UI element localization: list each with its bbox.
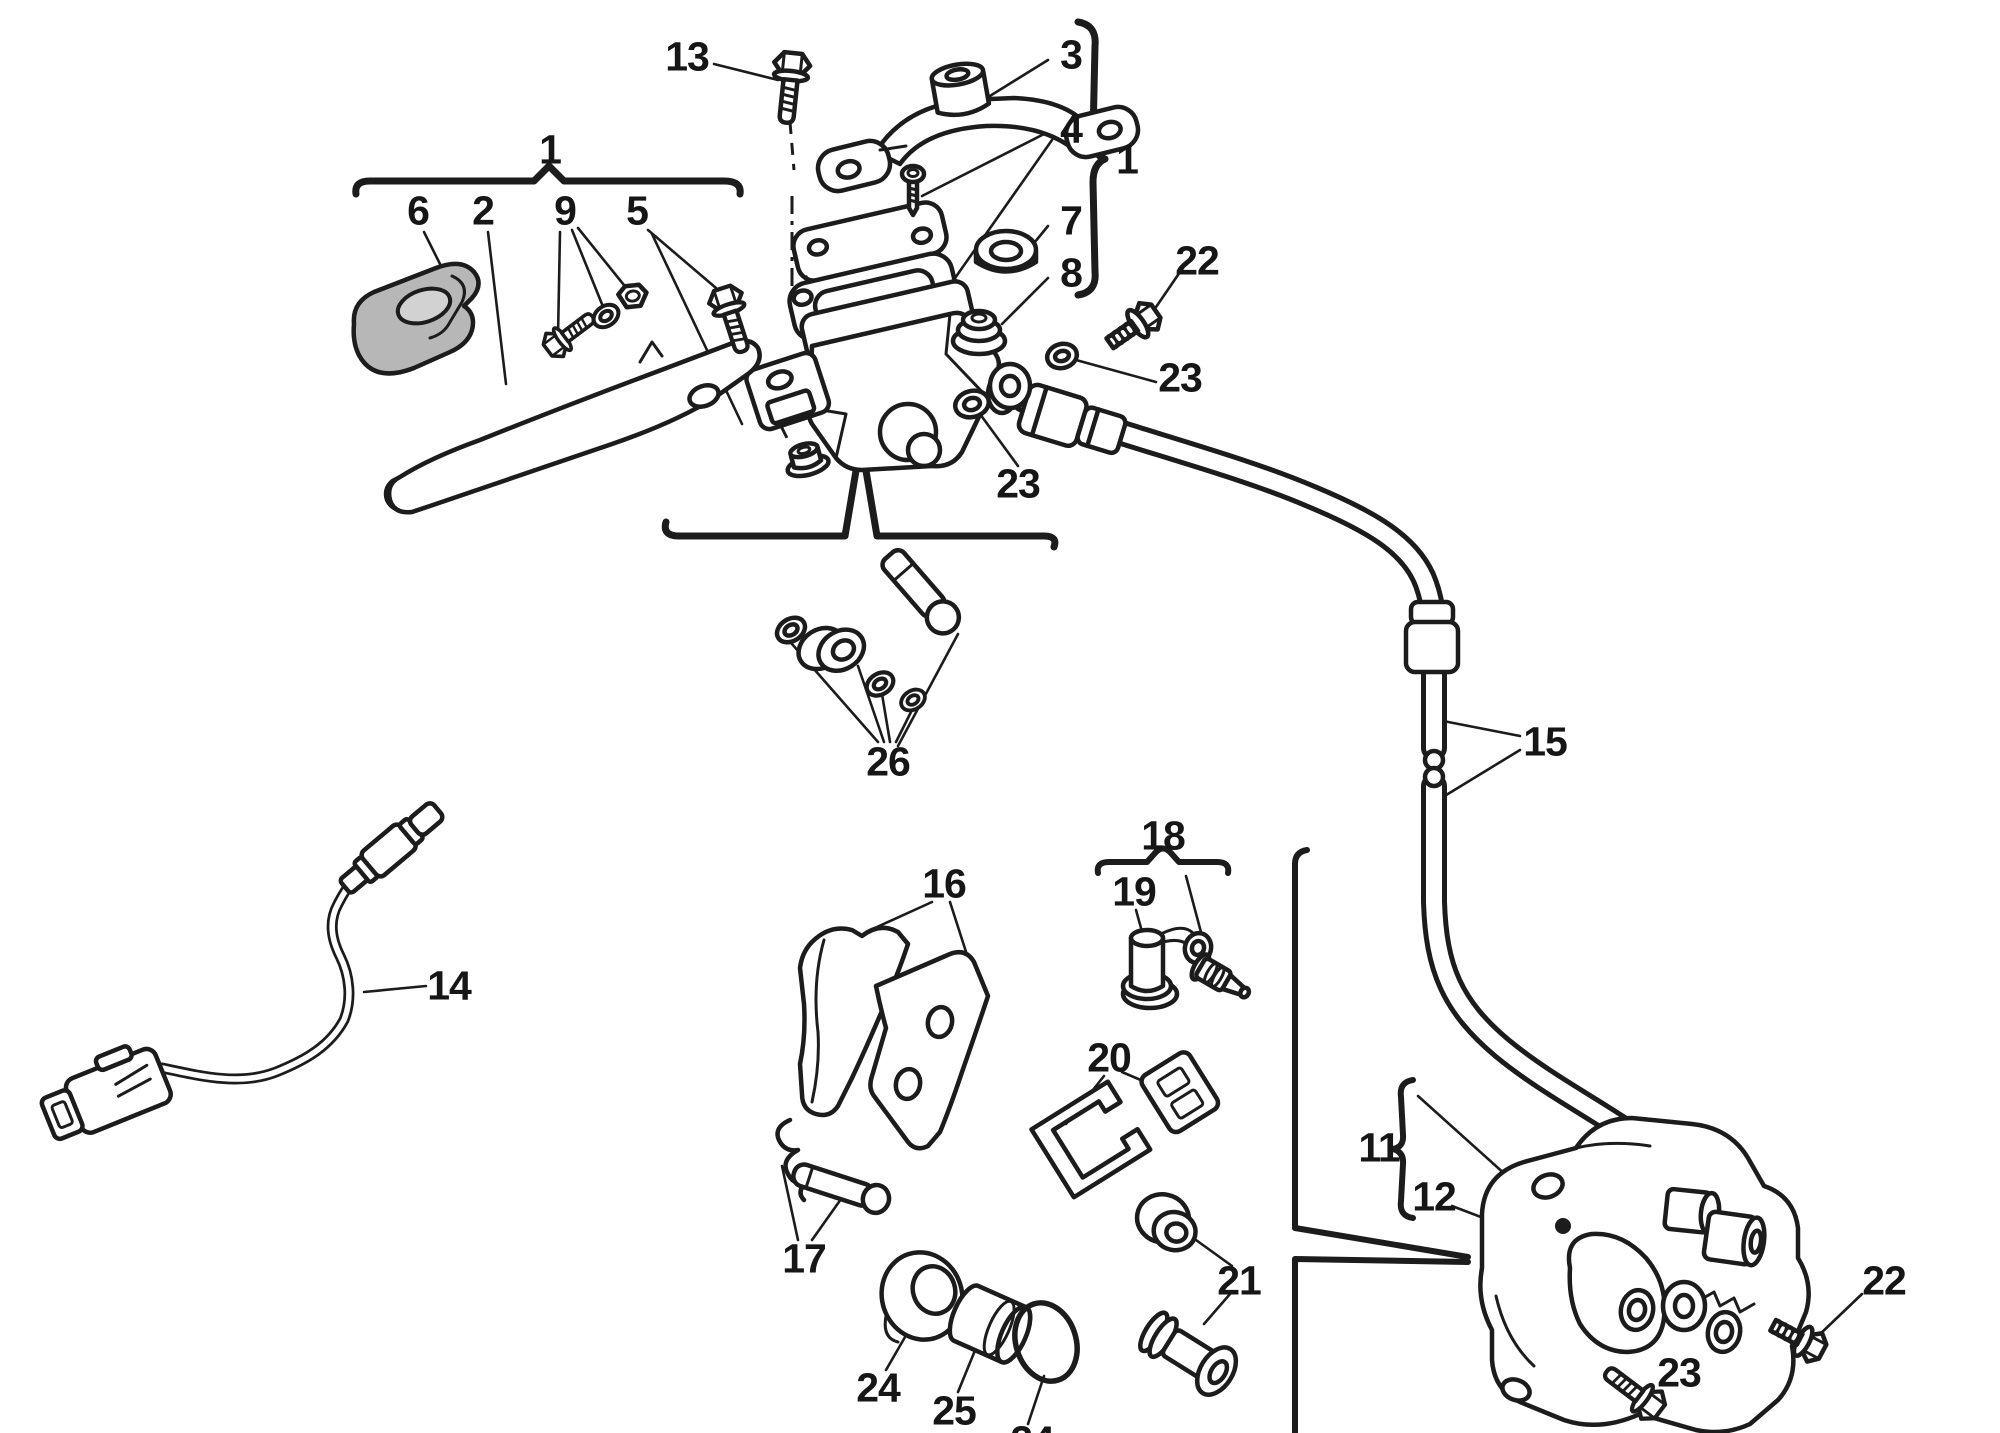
- master-cylinder-body: [744, 279, 1019, 479]
- part-13-bolt: [768, 51, 811, 124]
- part-20-plate: [1139, 1050, 1221, 1135]
- callout-11-target-dot: [1555, 1218, 1571, 1234]
- group-1-right-brace: [1074, 18, 1109, 299]
- part-9-bolt-washer-nut: [537, 283, 648, 364]
- hose-sleeve: [1403, 599, 1461, 675]
- pivot-screw-nut: [785, 441, 831, 479]
- part-22-bolt-top: [1100, 298, 1165, 357]
- group-11-brace: [1390, 1077, 1416, 1221]
- part-24-o-ring: [1012, 1300, 1080, 1384]
- part-18-bleed-valve: [1189, 952, 1252, 1000]
- part-7-ring: [973, 228, 1039, 274]
- part-17-pin-and-clip: [775, 1117, 892, 1216]
- part-19-bleed-valve-cap: [1120, 926, 1214, 1011]
- part-26-kit: [772, 547, 962, 717]
- banjo-washers-top: [952, 298, 1165, 420]
- part-20-spring-clip: [1029, 1079, 1153, 1200]
- part-2-brake-lever: [383, 338, 762, 515]
- part-21-bushings: [1134, 1192, 1239, 1397]
- part-12-caliper-body: [1478, 1115, 1811, 1433]
- group-18-brace: [1094, 845, 1232, 876]
- leader-lines: [362, 58, 1864, 1426]
- caliper-group-bracket: [1292, 847, 1471, 1433]
- part-24-dust-seal: [879, 1250, 965, 1344]
- part-8-boot: [950, 308, 1008, 357]
- hose-crimp-fitting: [1016, 382, 1128, 456]
- part-16-brake-pads: [797, 925, 991, 1151]
- group-1-top-brace: [352, 162, 744, 198]
- part-6-lever-guard: [351, 261, 481, 376]
- banjo-washers-bottom: [1618, 1279, 1830, 1366]
- part-3-handlebar-clamp: [815, 61, 1141, 194]
- part-14-sensor-cable: [39, 801, 445, 1142]
